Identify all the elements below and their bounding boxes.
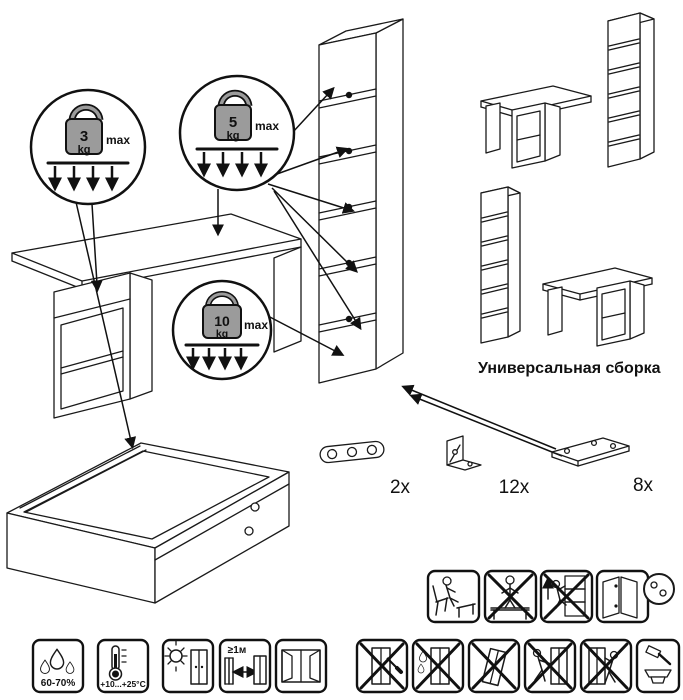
max-label: max — [244, 318, 268, 332]
hardware-corner-bracket — [446, 435, 482, 471]
weight-unit: kg — [216, 328, 228, 340]
warning-door-hinge-detail — [595, 569, 675, 624]
config-desk-bottom — [542, 267, 653, 347]
weight-icon — [214, 104, 252, 141]
warning-no-moisture — [411, 638, 465, 694]
wardrobe-icon — [588, 647, 606, 685]
warning-no-dragging — [523, 638, 577, 694]
condition-heat-distance: ≥1м — [218, 638, 272, 694]
thermometer-icon — [108, 645, 127, 681]
humidity-value: 60-70% — [41, 678, 76, 689]
weight-value: 10 — [214, 313, 230, 329]
weight-value: 5 — [229, 114, 237, 131]
load-arrows — [186, 348, 248, 371]
weight-icon — [202, 304, 242, 339]
load-arrows — [197, 152, 268, 178]
warning-no-tilting — [467, 638, 521, 694]
warning-no-tools-on-surface — [355, 638, 409, 694]
wardrobe-icon — [550, 647, 568, 685]
warning-assembly-tools — [635, 638, 681, 694]
config-shelf-tall-left — [480, 186, 521, 344]
bookshelf-drawing — [318, 18, 404, 384]
hardware-mounting-plate — [551, 437, 630, 467]
weight-limit-5kg: 5 kg max — [178, 74, 296, 192]
wardrobe-icon — [190, 649, 208, 685]
config-shelf-tall-right — [607, 12, 655, 168]
max-label: max — [106, 133, 130, 147]
weight-limit-3kg: 3 kg max — [29, 88, 147, 206]
condition-humidity: 60-70% — [31, 638, 85, 694]
water-drops-icon — [40, 648, 75, 674]
qty-label-bracket: 12x — [499, 477, 530, 498]
sun-icon — [164, 640, 188, 672]
open-window-icon — [281, 649, 321, 683]
load-arrows — [48, 166, 119, 192]
warning-no-tipping-chair — [426, 569, 481, 624]
temperature-value: +10...+25°C — [100, 679, 145, 689]
config-desk-top — [480, 85, 592, 169]
condition-temperature: +10...+25°C — [96, 638, 150, 694]
min-distance-value: ≥1м — [228, 645, 246, 656]
qty-label-strip: 2x — [390, 477, 411, 498]
weight-limit-10kg: 10 kg max — [171, 279, 273, 381]
qty-label-plate: 8x — [633, 475, 654, 496]
warning-no-standing-on-table — [483, 569, 538, 624]
warning-no-pushing — [579, 638, 633, 694]
hammer-icon — [645, 645, 672, 666]
condition-ventilation — [274, 638, 328, 694]
drawer-drawing — [6, 442, 290, 604]
desk-drawing — [11, 213, 302, 419]
warning-no-climbing — [539, 569, 594, 624]
condition-no-direct-sun — [161, 638, 215, 694]
wardrobe-icon — [253, 655, 267, 685]
weight-value: 3 — [80, 128, 88, 145]
anvil-icon — [644, 669, 672, 684]
hardware-connector-strip — [319, 440, 385, 464]
weight-unit: kg — [227, 130, 240, 142]
weight-icon — [65, 118, 103, 155]
assembly-title: Универсальная сборка — [478, 360, 661, 377]
weight-unit: kg — [78, 144, 91, 156]
max-label: max — [255, 119, 279, 133]
